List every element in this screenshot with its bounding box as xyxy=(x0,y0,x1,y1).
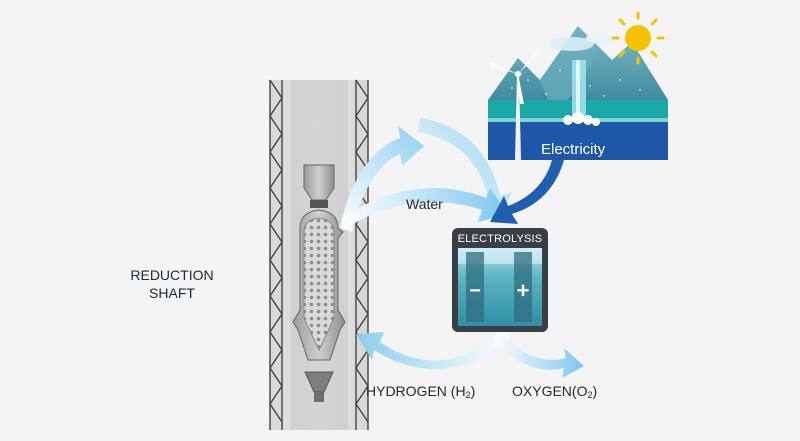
water-arrow xyxy=(342,187,508,226)
waterfall-icon xyxy=(563,60,600,126)
oxygen-subscript: 2 xyxy=(587,390,593,400)
hydrogen-subscript: 2 xyxy=(465,390,471,400)
right-truss xyxy=(355,79,369,430)
electrolysis-label: ELECTROLYSIS xyxy=(457,233,543,245)
reduction-label-line1: REDUCTION xyxy=(130,267,214,283)
water-label: Water xyxy=(406,196,443,212)
oxygen-close: ) xyxy=(592,383,598,399)
hydrogen-label: HYDROGEN (H2) xyxy=(366,383,475,400)
renewable-landscape xyxy=(488,11,668,160)
reduction-vessel xyxy=(292,164,346,402)
hydrogen-text: HYDROGEN (H xyxy=(366,383,466,399)
reduction-shaft-label: REDUCTION SHAFT xyxy=(112,266,232,302)
reduction-label-line2: SHAFT xyxy=(149,285,195,301)
hydrogen-close: ) xyxy=(470,383,476,399)
negative-sign: − xyxy=(469,280,481,302)
electricity-label: Electricity xyxy=(541,141,606,158)
positive-electrode xyxy=(514,252,532,322)
left-truss xyxy=(269,79,283,430)
negative-electrode xyxy=(466,252,484,322)
oxygen-text: OXYGEN(O xyxy=(512,383,588,399)
electrolysis-cell: − + xyxy=(452,228,548,332)
sun-icon xyxy=(611,11,665,65)
wind-turbine-icon xyxy=(490,51,540,160)
electricity-arrow xyxy=(490,160,564,224)
oxygen-arrow xyxy=(492,332,584,378)
positive-sign: + xyxy=(517,278,530,303)
oxygen-label: OXYGEN(O2) xyxy=(512,383,597,400)
hydrogen-arrow xyxy=(356,330,510,370)
water-vapor-arrow xyxy=(340,126,424,232)
